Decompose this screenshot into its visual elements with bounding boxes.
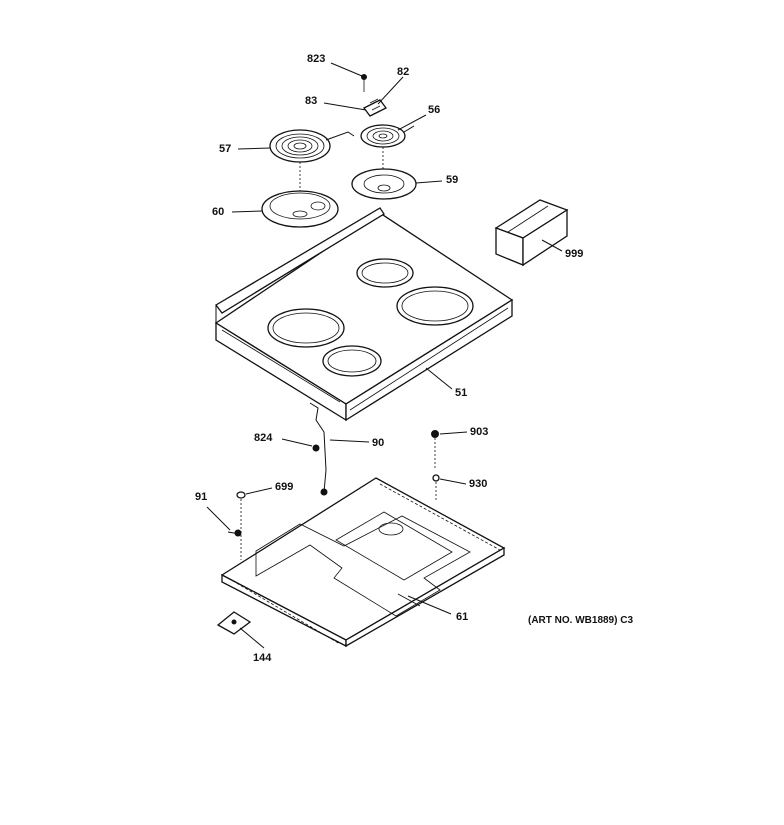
label-930: 930 (469, 478, 487, 490)
bracket-144 (216, 611, 252, 635)
label-699: 699 (275, 481, 293, 493)
label-823: 823 (307, 53, 325, 65)
leader-lines (206, 62, 563, 649)
wire-90 (309, 402, 328, 496)
label-144: 144 (253, 652, 272, 664)
drip-pan-59 (351, 168, 417, 200)
label-999: 999 (565, 248, 583, 260)
surface-element-56 (360, 124, 415, 182)
screw-903 (431, 430, 439, 470)
terminal-block-82 (363, 98, 387, 117)
label-51: 51 (455, 387, 467, 399)
label-82: 82 (397, 66, 409, 78)
label-91: 91 (195, 491, 207, 503)
label-83: 83 (305, 95, 317, 107)
label-57: 57 (219, 143, 231, 155)
drip-pan-60 (261, 190, 339, 228)
screw-824 (312, 444, 320, 452)
label-824: 824 (254, 432, 273, 444)
label-56: 56 (428, 104, 440, 116)
surface-element-57 (269, 129, 355, 203)
parts-box-999 (494, 199, 569, 267)
burner-box-61 (220, 477, 506, 648)
nut-930 (432, 474, 440, 500)
screw-91 (227, 529, 242, 537)
label-90: 90 (372, 437, 384, 449)
art-number: (ART NO. WB1889) C3 (528, 615, 633, 626)
label-59: 59 (446, 174, 458, 186)
part-labels: 823 82 83 56 57 59 60 999 51 824 90 903 … (195, 53, 633, 664)
label-60: 60 (212, 206, 224, 218)
label-903: 903 (470, 426, 488, 438)
screw-823 (361, 74, 367, 92)
maintop-51 (214, 207, 514, 422)
label-61: 61 (456, 611, 468, 623)
grommet-699 (236, 491, 246, 560)
